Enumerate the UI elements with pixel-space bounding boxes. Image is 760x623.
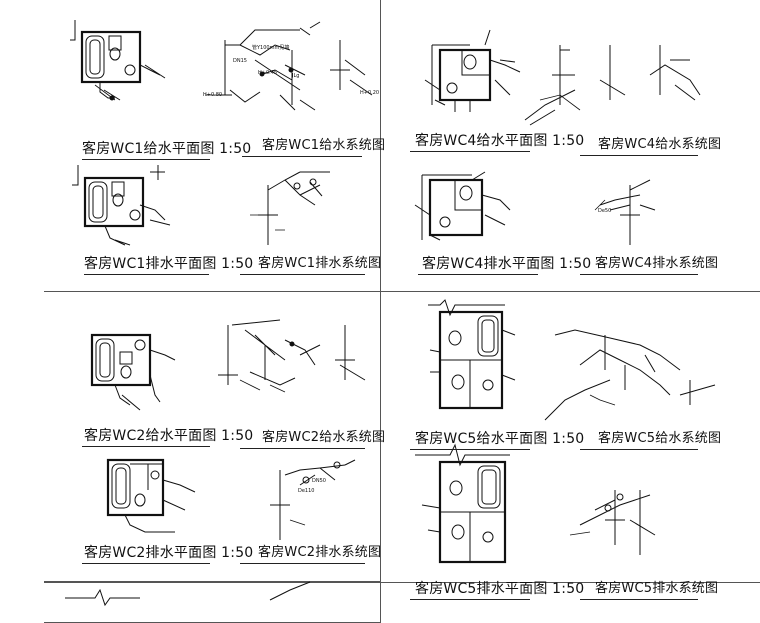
panel-frame-mid-right xyxy=(380,291,760,583)
caption-underline xyxy=(82,563,210,564)
drawing-sheet: 管Y100mm见墙 DN15 H+0.45 H+0.80 H+0.20 JLg … xyxy=(44,0,760,623)
caption-underline xyxy=(410,449,530,450)
wc4-drain-system-drawing xyxy=(594,179,656,245)
wc4-supply-system-drawing xyxy=(524,45,701,126)
caption-wc2-drain-system: 客房WC2排水系统图 xyxy=(258,545,382,560)
wc1-supply-plan-drawing xyxy=(70,20,166,101)
wc5-supply-plan-drawing xyxy=(428,299,516,410)
caption-underline xyxy=(580,274,698,275)
caption-wc2-supply-plan: 客房WC2给水平面图 1:50 xyxy=(84,428,254,444)
annotation-dn50: DN50 xyxy=(312,478,326,484)
wc4-supply-plan-drawing xyxy=(424,29,521,112)
caption-wc5-drain-plan: 客房WC5排水平面图 1:50 xyxy=(415,581,585,597)
wc2-supply-system-drawing xyxy=(218,319,366,393)
caption-wc5-supply-system: 客房WC5给水系统图 xyxy=(598,431,722,446)
annotation-h080: H+0.80 xyxy=(203,92,223,98)
wc1-drain-system-drawing xyxy=(250,171,330,245)
caption-underline xyxy=(418,274,538,275)
wc1-supply-system-drawing xyxy=(205,21,373,111)
caption-wc1-supply-plan: 客房WC1给水平面图 1:50 xyxy=(82,141,252,157)
annotation-dn15: DN15 xyxy=(233,58,247,64)
wc2-supply-plan-drawing xyxy=(90,333,176,411)
caption-underline xyxy=(240,274,365,275)
caption-wc2-drain-plan: 客房WC2排水平面图 1:50 xyxy=(84,545,254,561)
annotation-h020: H+0.20 xyxy=(360,90,380,96)
caption-wc4-supply-plan: 客房WC4给水平面图 1:50 xyxy=(415,133,585,149)
annotation-h045: H+0.45 xyxy=(258,70,278,76)
caption-wc2-supply-system: 客房WC2给水系统图 xyxy=(262,430,386,445)
caption-underline xyxy=(82,159,210,160)
caption-underline xyxy=(84,274,209,275)
wc5-supply-system-drawing xyxy=(544,329,716,421)
caption-wc4-drain-plan: 客房WC4排水平面图 1:50 xyxy=(422,256,592,272)
caption-underline xyxy=(410,151,530,152)
caption-underline xyxy=(580,449,698,450)
caption-underline xyxy=(580,599,698,600)
wc2-drain-plan-drawing xyxy=(106,458,196,533)
caption-wc5-drain-system: 客房WC5排水系统图 xyxy=(595,581,719,596)
annotation-pipe-note: 管Y100mm见墙 xyxy=(252,45,290,51)
wc4-drain-plan-drawing xyxy=(414,171,511,241)
wc2-drain-system-drawing xyxy=(270,459,356,540)
caption-underline xyxy=(580,155,698,156)
wc5-drain-system-drawing xyxy=(569,490,656,555)
wc5-drain-plan-drawing xyxy=(415,443,510,564)
annotation-jl: JLg xyxy=(292,73,300,79)
caption-underline xyxy=(240,448,365,449)
drawing-linework xyxy=(65,20,716,607)
caption-wc5-supply-plan: 客房WC5给水平面图 1:50 xyxy=(415,431,585,447)
caption-underline xyxy=(240,563,365,564)
annotation-de110: De110 xyxy=(298,488,315,494)
wc1-drain-plan-drawing xyxy=(72,165,171,246)
caption-wc1-supply-system: 客房WC1给水系统图 xyxy=(262,138,386,153)
caption-underline xyxy=(410,599,530,600)
caption-wc1-drain-plan: 客房WC1排水平面图 1:50 xyxy=(84,256,254,272)
caption-underline xyxy=(242,156,362,157)
caption-wc4-supply-system: 客房WC4给水系统图 xyxy=(598,137,722,152)
caption-wc1-drain-system: 客房WC1排水系统图 xyxy=(258,256,382,271)
caption-underline xyxy=(82,446,210,447)
annotation-de50: De50 xyxy=(598,208,612,214)
bottom-partial-drawing xyxy=(65,581,311,607)
caption-wc4-drain-system: 客房WC4排水系统图 xyxy=(595,256,719,271)
